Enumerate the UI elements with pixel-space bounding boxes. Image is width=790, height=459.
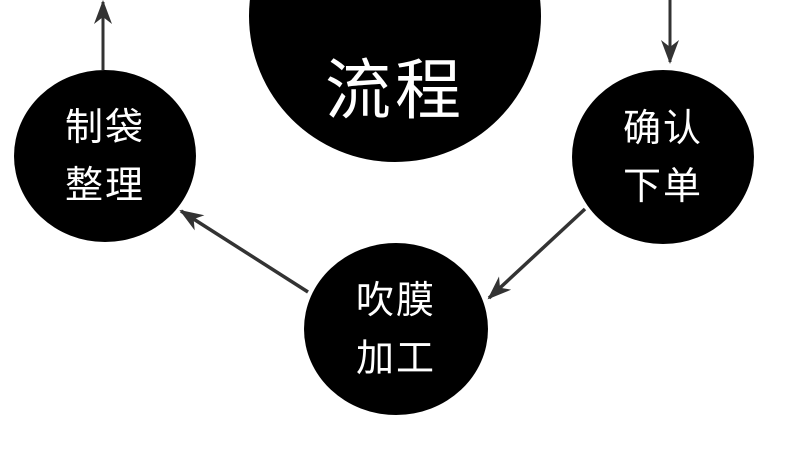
step-label-line2: 加工 [355,336,436,380]
arrow-confirm-to-film [487,207,587,300]
process-title: 流程 [325,52,465,129]
step-circle-confirm-order: 确认 下单 [572,70,754,244]
step-label-line1: 吹膜 [355,278,436,322]
step-label-line1: 确认 [622,106,703,150]
step-label-line2: 下单 [622,164,703,208]
step-label-line1: 制袋 [64,105,145,149]
step-circle-film-blowing: 吹膜 加工 [304,243,488,415]
step-circle-bag-making: 制袋 整理 [14,70,196,242]
step-label-line2: 整理 [64,163,145,207]
arrow-film-to-bag [179,209,309,294]
